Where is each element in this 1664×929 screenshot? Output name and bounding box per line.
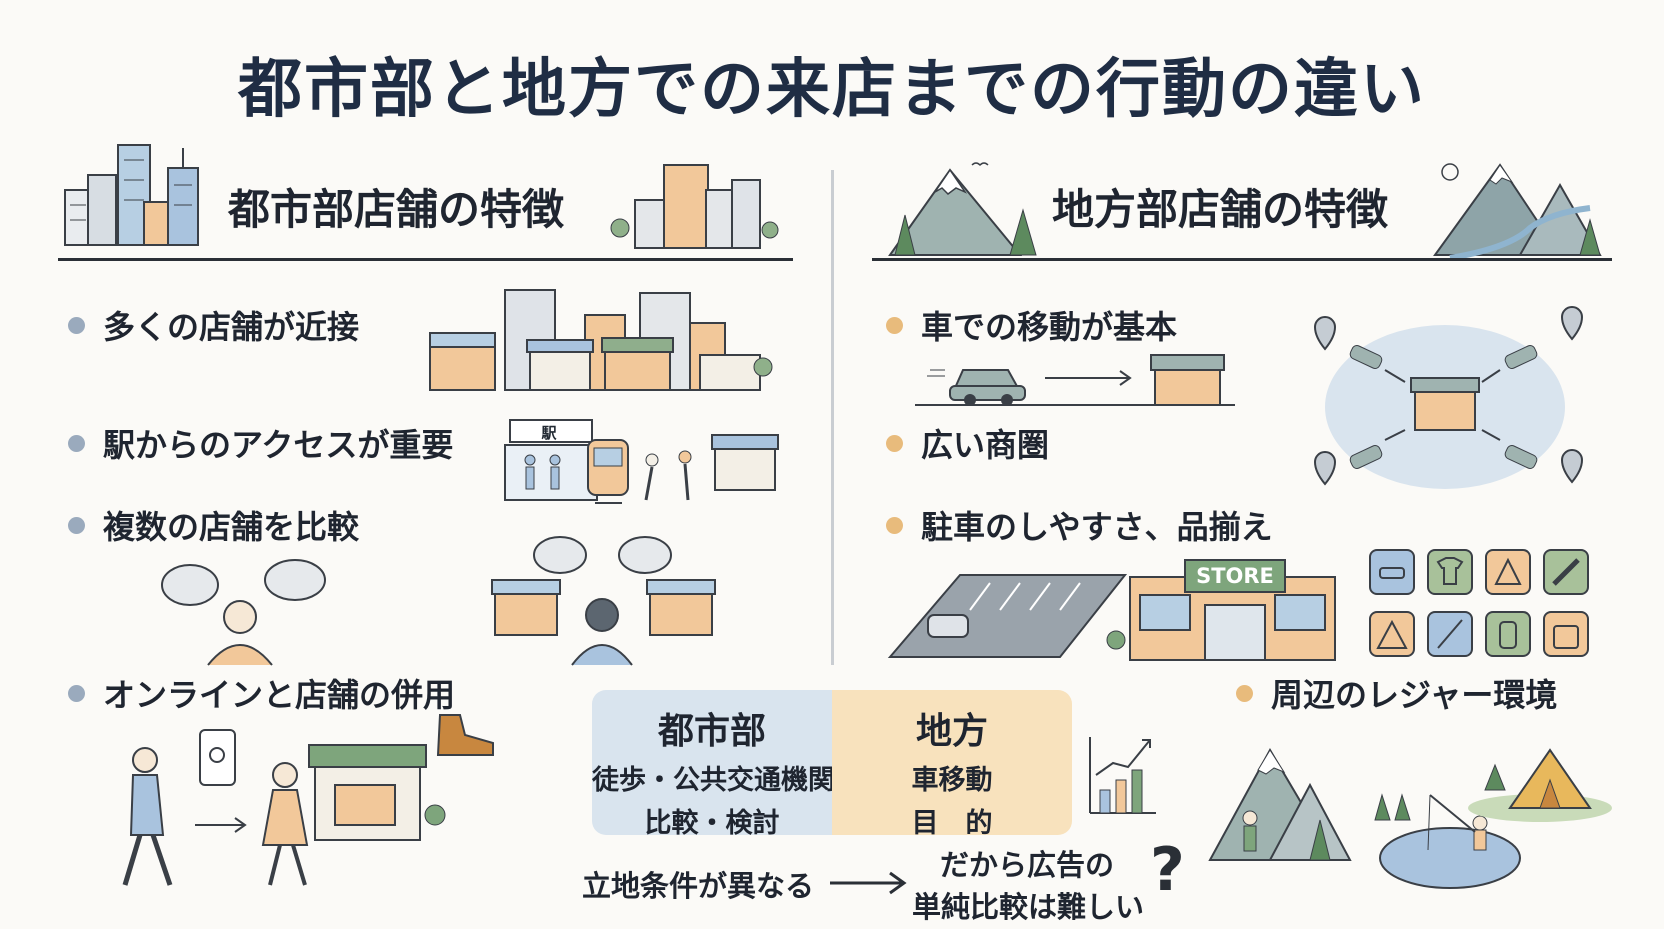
conclusion-right: だから広告の 単純比較は難しい — [912, 842, 1145, 926]
rural-item-4: 周辺のレジャー環境 — [1236, 670, 1557, 716]
rural-item-4-label: 周辺のレジャー環境 — [1271, 676, 1558, 714]
car-to-store-illustration — [915, 354, 1235, 406]
urban-heading: 都市部店舗の特徴 — [228, 185, 565, 234]
growth-chart-icon — [1089, 737, 1156, 814]
wide-trade-area-illustration — [1313, 306, 1584, 489]
bullet-icon — [886, 316, 903, 334]
rural-item-2-label: 広い商圏 — [921, 426, 1050, 464]
station-access-illustration — [504, 419, 779, 504]
comparison-urban-line2: 比較・検討 — [644, 808, 780, 839]
rural-item-1-label: 車での移動が基本 — [921, 308, 1178, 346]
conclusion-right-line2: 単純比較は難しい — [912, 890, 1145, 924]
bullet-icon — [886, 516, 903, 534]
comparison-rural-panel: 地方 車移動 目 的 — [832, 690, 1072, 839]
bullet-icon — [68, 516, 85, 534]
mountain-left-icon — [888, 162, 1037, 256]
urban-item-1-label: 多くの店舗が近接 — [103, 308, 360, 346]
parking-store-illustration — [887, 559, 1336, 661]
urban-item-2-label: 駅からのアクセスが重要 — [103, 426, 454, 464]
rural-item-3-label: 駐車のしやすさ、品揃え — [921, 508, 1273, 546]
city-skyline-right-icon — [610, 164, 779, 249]
urban-item-2: 駅からのアクセスが重要 — [68, 420, 453, 466]
rural-heading: 地方部店舗の特徴 — [1052, 185, 1389, 234]
bullet-icon — [68, 684, 85, 702]
conclusion-left: 立地条件が異なる — [582, 869, 815, 903]
thinking-person-shops-illustration — [491, 536, 716, 666]
urban-item-1: 多くの店舗が近接 — [68, 302, 359, 348]
bullet-icon — [886, 434, 903, 452]
mountain-river-right-icon — [1433, 163, 1602, 261]
rural-heading-rule — [872, 258, 1612, 261]
store-sign: STORE — [1196, 564, 1274, 588]
conclusion-arrow-icon — [830, 871, 907, 895]
comparison-rural-line2: 目 的 — [911, 808, 993, 839]
comparison-urban-line1: 徒歩・公共交通機関 — [592, 765, 835, 796]
thinking-person-left-illustration — [161, 559, 326, 666]
bullet-icon — [68, 316, 85, 334]
station-sign: 駅 — [541, 424, 557, 442]
city-skyline-left-icon — [64, 144, 199, 246]
comparison-rural-heading: 地方 — [915, 711, 988, 752]
rural-item-3: 駐車のしやすさ、品揃え — [886, 502, 1273, 548]
conclusion-right-line1: だから広告の — [939, 848, 1114, 882]
comparison-urban-panel: 都市部 徒歩・公共交通機関 比較・検討 — [592, 690, 835, 839]
urban-item-3: 複数の店舗を比較 — [68, 502, 359, 548]
bullet-icon — [68, 434, 85, 452]
urban-heading-rule — [58, 258, 793, 261]
product-variety-icons — [1369, 549, 1589, 657]
online-to-store-illustration — [122, 714, 494, 886]
dense-shops-illustration — [429, 289, 773, 391]
urban-item-4: オンラインと店舗の併用 — [68, 670, 455, 716]
urban-item-4-label: オンラインと店舗の併用 — [103, 676, 456, 714]
rural-item-2: 広い商圏 — [886, 420, 1049, 466]
question-mark-icon: ? — [1150, 835, 1185, 905]
comparison-rural-line1: 車移動 — [911, 765, 993, 796]
bullet-icon — [1236, 684, 1253, 702]
comparison-urban-heading: 都市部 — [657, 711, 766, 752]
leisure-environment-illustration — [1208, 747, 1612, 889]
urban-item-3-label: 複数の店舗を比較 — [103, 508, 360, 546]
page-title: 都市部と地方での来店までの行動の違い — [238, 53, 1426, 127]
rural-item-1: 車での移動が基本 — [886, 302, 1177, 348]
center-divider — [831, 170, 834, 665]
